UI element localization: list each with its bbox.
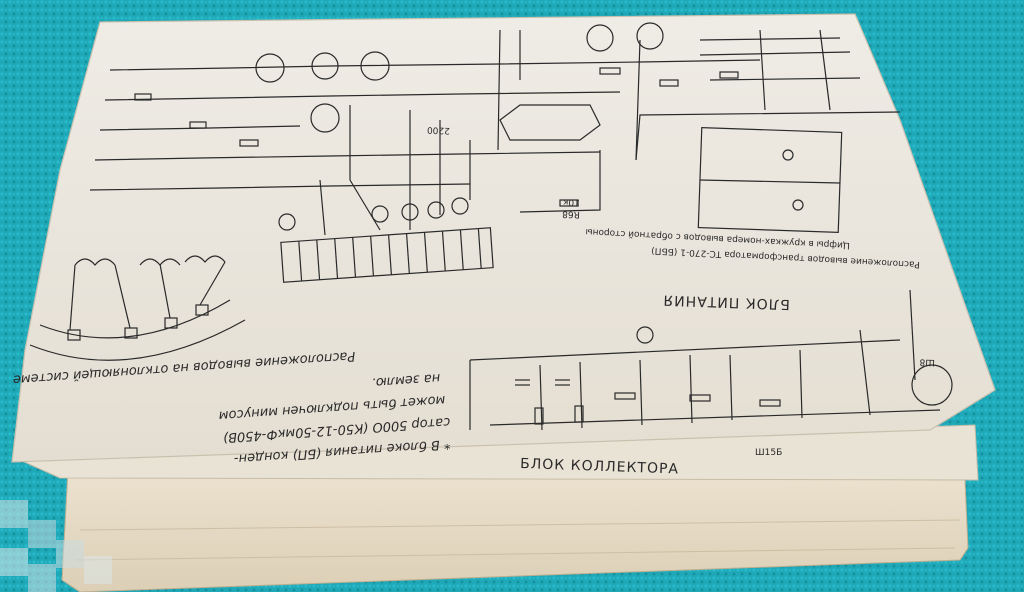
collector-block-label: БЛОК КОЛЛЕКТОРА <box>520 456 679 478</box>
pixelated-watermark <box>0 500 112 592</box>
schematic-drawing <box>29 22 953 431</box>
cap-label: 2200 <box>427 124 451 135</box>
resistor-label: R68 <box>562 208 580 219</box>
connector2-label: Ш8 <box>919 356 935 367</box>
connector-label: Ш15Б <box>755 448 782 458</box>
main-schematic-sheet <box>11 13 996 463</box>
note-line-4: на землю. <box>371 370 441 390</box>
power-block-label: БЛОК ПИТАНИЯ <box>662 292 790 312</box>
ohm-label: 10к <box>562 196 580 207</box>
